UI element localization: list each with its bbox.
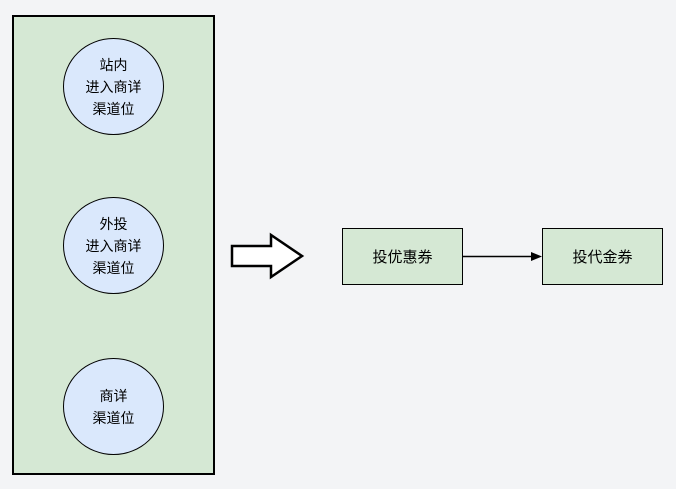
block-arrow-right-icon xyxy=(230,232,305,280)
node-label: 商详 渠道位 xyxy=(92,387,135,426)
channel-group-container: 站内 进入商详 渠道位 外投 进入商详 渠道位 商详 渠道位 xyxy=(12,15,215,475)
node-label: 投优惠券 xyxy=(372,249,433,266)
node-box-cash-voucher: 投代金券 xyxy=(542,228,663,285)
node-circle-detail-channel: 商详 渠道位 xyxy=(63,358,164,455)
node-box-coupon: 投优惠券 xyxy=(342,228,463,285)
node-label: 投代金券 xyxy=(572,249,633,266)
connector-arrow-icon xyxy=(463,252,542,261)
node-circle-external-channel: 外投 进入商详 渠道位 xyxy=(63,197,164,294)
node-circle-onsite-channel: 站内 进入商详 渠道位 xyxy=(63,38,164,135)
node-label: 外投 进入商详 渠道位 xyxy=(85,215,142,276)
node-label: 站内 进入商详 渠道位 xyxy=(85,56,142,117)
